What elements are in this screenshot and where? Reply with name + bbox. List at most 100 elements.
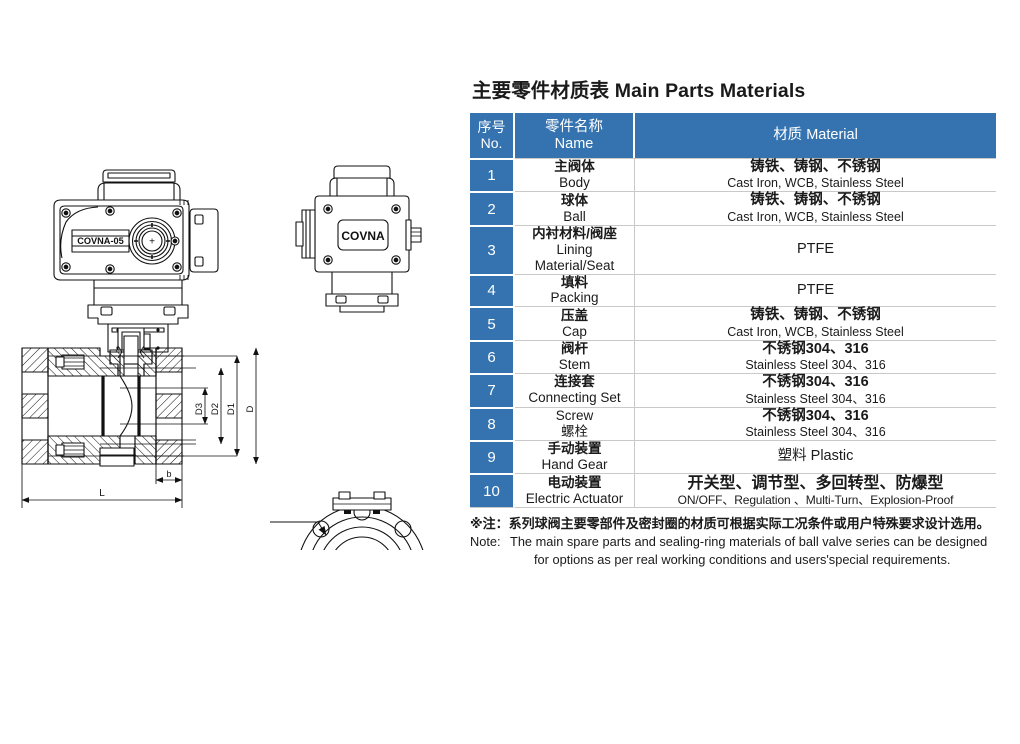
table-row: 5 压盖 Cap 铸铁、铸钢、不锈钢 Cast Iron, WCB, Stain… <box>470 306 996 340</box>
part-name-cell: 球体 Ball <box>515 191 635 225</box>
part-name-en: Electric Actuator <box>525 490 624 506</box>
header-name-cn: 零件名称 <box>545 119 603 136</box>
note-block: ※注：系列球阀主要零部件及密封圈的材质可根据实际工况条件或用户特殊要求设计选用。… <box>470 515 1002 568</box>
material-cn: 不锈钢304、316 <box>762 340 869 357</box>
part-name-en: Stem <box>558 356 591 372</box>
material-en: Cast Iron, WCB, Stainless Steel <box>727 209 904 224</box>
part-name-cell: 手动装置 Hand Gear <box>515 439 635 473</box>
actuator-nameplate-front: COVNA <box>341 229 385 243</box>
part-name-cn: 阀杆 <box>561 341 588 357</box>
row-number: 5 <box>470 306 515 340</box>
note-label-en: Note: <box>470 533 501 549</box>
part-name-en: Body <box>559 175 590 191</box>
material-cn: 铸铁、铸钢、不锈钢 <box>750 307 881 324</box>
row-number: 2 <box>470 191 515 225</box>
row-number: 3 <box>470 224 515 274</box>
part-name-cell: 电动装置 Electric Actuator <box>515 472 635 509</box>
page-title-cn: 主要零件材质表 <box>472 80 610 102</box>
dimension-lines-side-view: D3 D2 D1 D L <box>21 347 259 508</box>
parts-materials-panel: 主要零件材质表 Main Parts Materials 序号 No. 零件名称… <box>470 74 998 568</box>
material-cn: 不锈钢304、316 <box>762 374 869 391</box>
part-name-en: Packing <box>550 290 599 306</box>
table-row: 8 Screw 螺栓 不锈钢304、316 Stainless Steel 30… <box>470 406 996 440</box>
table-row: 2 球体 Ball 铸铁、铸钢、不锈钢 Cast Iron, WCB, Stai… <box>470 191 996 225</box>
dimension-label-d1: D1 <box>226 403 237 415</box>
material-en: ON/OFF、Regulation 、Multi-Turn、Explosion-… <box>677 492 954 507</box>
part-name-cn: 压盖 <box>561 307 588 323</box>
part-name-en-top: Screw <box>555 407 594 423</box>
material-single: PTFE <box>796 240 835 257</box>
note-text-en-line2: for options as per real working conditio… <box>534 551 951 567</box>
row-number: 4 <box>470 273 515 307</box>
row-number: 1 <box>470 158 515 192</box>
part-name-en: Ball <box>563 208 586 224</box>
part-name-cell: 阀杆 Stem <box>515 339 635 374</box>
dimension-label-d: D <box>245 405 256 412</box>
material-cn: 铸铁、铸钢、不锈钢 <box>750 192 881 209</box>
note-line-1: Note: The main spare parts and sealing-r… <box>470 533 1002 551</box>
material-en: Stainless Steel 304、316 <box>745 424 886 439</box>
table-row: 9 手动装置 Hand Gear 塑料 Plastic <box>470 439 996 473</box>
material-en: Stainless Steel 304、316 <box>745 391 886 406</box>
actuator-nameplate-side: COVNA-05 <box>77 236 123 246</box>
row-number: 9 <box>470 439 515 473</box>
table-row: 4 填料 Packing PTFE <box>470 273 996 307</box>
side-view-actuator: COVNA-05 + <box>53 169 219 353</box>
dimension-label-l: L <box>99 488 105 499</box>
material-en: Cast Iron, WCB, Stainless Steel <box>727 176 904 191</box>
note-line-2: for options as per real working conditio… <box>470 551 1002 569</box>
material-single: PTFE <box>796 281 835 298</box>
material-cn: 不锈钢304、316 <box>762 407 869 424</box>
material-cn: 铸铁、铸钢、不锈钢 <box>750 159 881 175</box>
front-view-actuator: COVNA <box>295 165 422 313</box>
part-name-cn: 连接套 <box>554 374 595 390</box>
row-number: 8 <box>470 406 515 440</box>
material-en: Stainless Steel 304、316 <box>745 358 886 373</box>
part-name-cn-bottom: 螺栓 <box>561 423 588 439</box>
note-text-en-line1: The main spare parts and sealing-ring ma… <box>510 533 988 549</box>
svg-text:+: + <box>149 237 155 248</box>
material-cell: 铸铁、铸钢、不锈钢 Cast Iron, WCB, Stainless Stee… <box>635 306 996 339</box>
part-name-cn: 主阀体 <box>554 159 595 175</box>
table-row: 1 主阀体 Body 铸铁、铸钢、不锈钢 Cast Iron, WCB, Sta… <box>470 158 996 192</box>
note-label-spacer <box>470 551 510 569</box>
table-row: 7 连接套 Connecting Set 不锈钢304、316 Stainles… <box>470 373 996 407</box>
material-cell: 铸铁、铸钢、不锈钢 Cast Iron, WCB, Stainless Stee… <box>635 158 996 191</box>
part-name-cn: 填料 <box>561 274 588 290</box>
page-title-en: Main Parts Materials <box>614 80 806 102</box>
part-name-cn: 球体 <box>561 192 588 208</box>
table-row: 6 阀杆 Stem 不锈钢304、316 Stainless Steel 304… <box>470 339 996 374</box>
drawing-canvas: COVNA-05 + <box>21 165 424 550</box>
part-name-cell: 连接套 Connecting Set <box>515 373 635 407</box>
part-name-cell: 填料 Packing <box>515 273 635 307</box>
page-title: 主要零件材质表 Main Parts Materials <box>472 74 998 103</box>
part-name-en: Cap <box>562 323 587 339</box>
part-name-cn: 内衬材料/阀座 <box>532 225 617 241</box>
header-material: 材质 Material <box>635 113 996 158</box>
material-cell: 不锈钢304、316 Stainless Steel 304、316 <box>635 406 996 440</box>
part-name-cell: 主阀体 Body <box>515 158 635 192</box>
side-view-valve-body-section <box>21 327 183 467</box>
part-name-cell: Screw 螺栓 <box>515 406 635 440</box>
row-number: 10 <box>470 472 515 509</box>
material-cell: 不锈钢304、316 Stainless Steel 304、316 <box>635 373 996 406</box>
part-name-cn: 电动装置 <box>547 474 602 490</box>
dimension-label-d2: D2 <box>210 403 221 415</box>
header-no-cn: 序号 <box>477 118 506 135</box>
header-name-en: Name <box>554 135 594 152</box>
header-no: 序号 No. <box>470 113 515 158</box>
row-number: 7 <box>470 373 515 407</box>
valve-technical-drawing: COVNA-05 + <box>0 150 465 550</box>
table-row: 3 内衬材料/阀座 Lining Material/Seat PTFE <box>470 224 996 274</box>
header-no-en: No. <box>480 134 503 151</box>
table-body: 1 主阀体 Body 铸铁、铸钢、不锈钢 Cast Iron, WCB, Sta… <box>470 158 996 509</box>
part-name-cell: 内衬材料/阀座 Lining Material/Seat <box>515 224 635 274</box>
material-cell: 塑料 Plastic <box>635 439 996 473</box>
part-name-cell: 压盖 Cap <box>515 306 635 340</box>
material-cell: 不锈钢304、316 Stainless Steel 304、316 <box>635 339 996 373</box>
front-view-flange <box>270 491 424 550</box>
note-text-cn: ※注：系列球阀主要零部件及密封圈的材质可根据实际工况条件或用户特殊要求设计选用。 <box>470 516 990 532</box>
header-name: 零件名称 Name <box>515 113 635 158</box>
material-cell: 开关型、调节型、多回转型、防爆型 ON/OFF、Regulation 、Mult… <box>635 472 996 509</box>
